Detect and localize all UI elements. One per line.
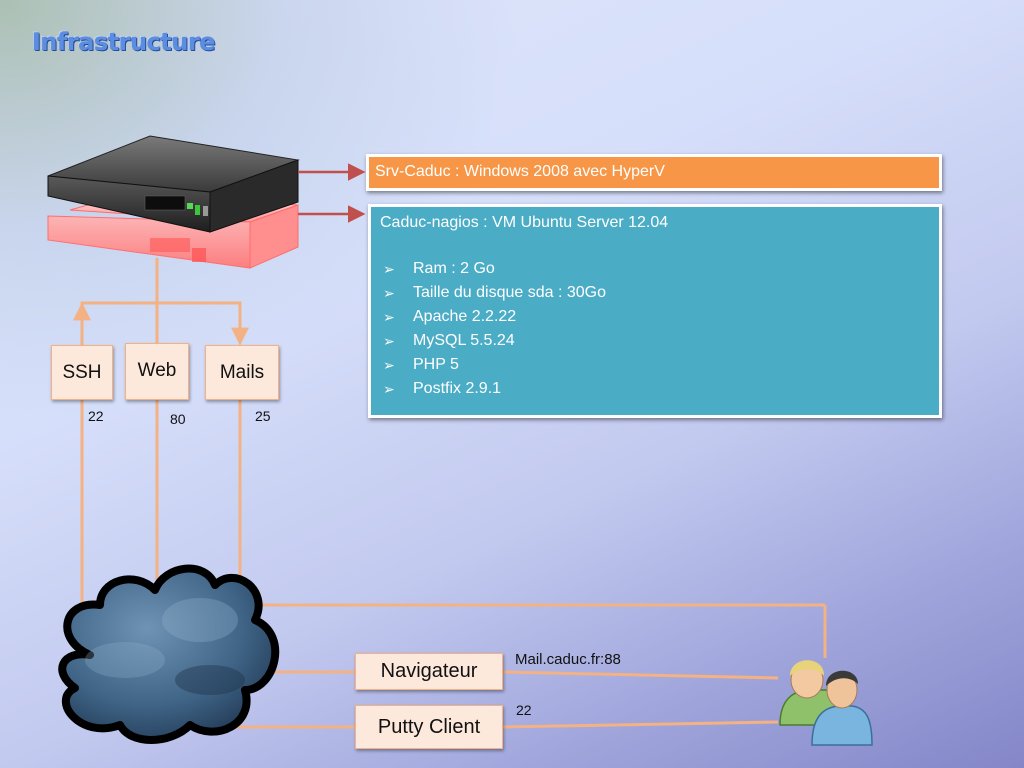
service-mails-box: Mails [205,345,279,400]
vm-panel: Caduc-nagios : VM Ubuntu Server 12.04 ➢R… [368,204,942,418]
browser-target-url: Mail.caduc.fr:88 [515,651,621,668]
users-icon [779,660,873,746]
port-mails: 25 [255,408,271,424]
vm-spec-item: ➢MySQL 5.5.24 [380,329,930,353]
rack-server-icon [47,135,300,233]
bullet-arrow-icon: ➢ [383,285,395,301]
port-ssh: 22 [88,408,104,424]
slide-title: Infrastructure [32,28,216,56]
vm-spec-item: ➢Postfix 2.9.1 [380,377,930,401]
host-server-panel: Srv-Caduc : Windows 2008 avec HyperV [366,154,942,191]
vm-spec-item: ➢PHP 5 [380,353,930,377]
host-server-label: Srv-Caduc : Windows 2008 avec HyperV [375,163,665,180]
vm-spec-item: ➢Taille du disque sda : 30Go [380,281,930,305]
internet-cloud-icon [58,564,280,744]
service-ssh-box: SSH [51,345,113,400]
vm-spec-item: ➢Ram : 2 Go [380,257,930,281]
bullet-arrow-icon: ➢ [383,309,395,325]
vm-spec-item: ➢Apache 2.2.22 [380,305,930,329]
bullet-arrow-icon: ➢ [383,381,395,397]
bullet-arrow-icon: ➢ [383,261,395,277]
putty-port: 22 [516,702,532,718]
port-web: 80 [170,411,186,427]
browser-client-box: Navigateur [355,653,503,690]
putty-client-box: Putty Client [355,705,503,749]
service-web-box: Web [125,343,189,400]
vm-title: Caduc-nagios : VM Ubuntu Server 12.04 [380,214,669,231]
bullet-arrow-icon: ➢ [383,333,395,349]
bullet-arrow-icon: ➢ [383,357,395,373]
vm-spec-list: ➢Ram : 2 Go ➢Taille du disque sda : 30Go… [380,257,930,401]
